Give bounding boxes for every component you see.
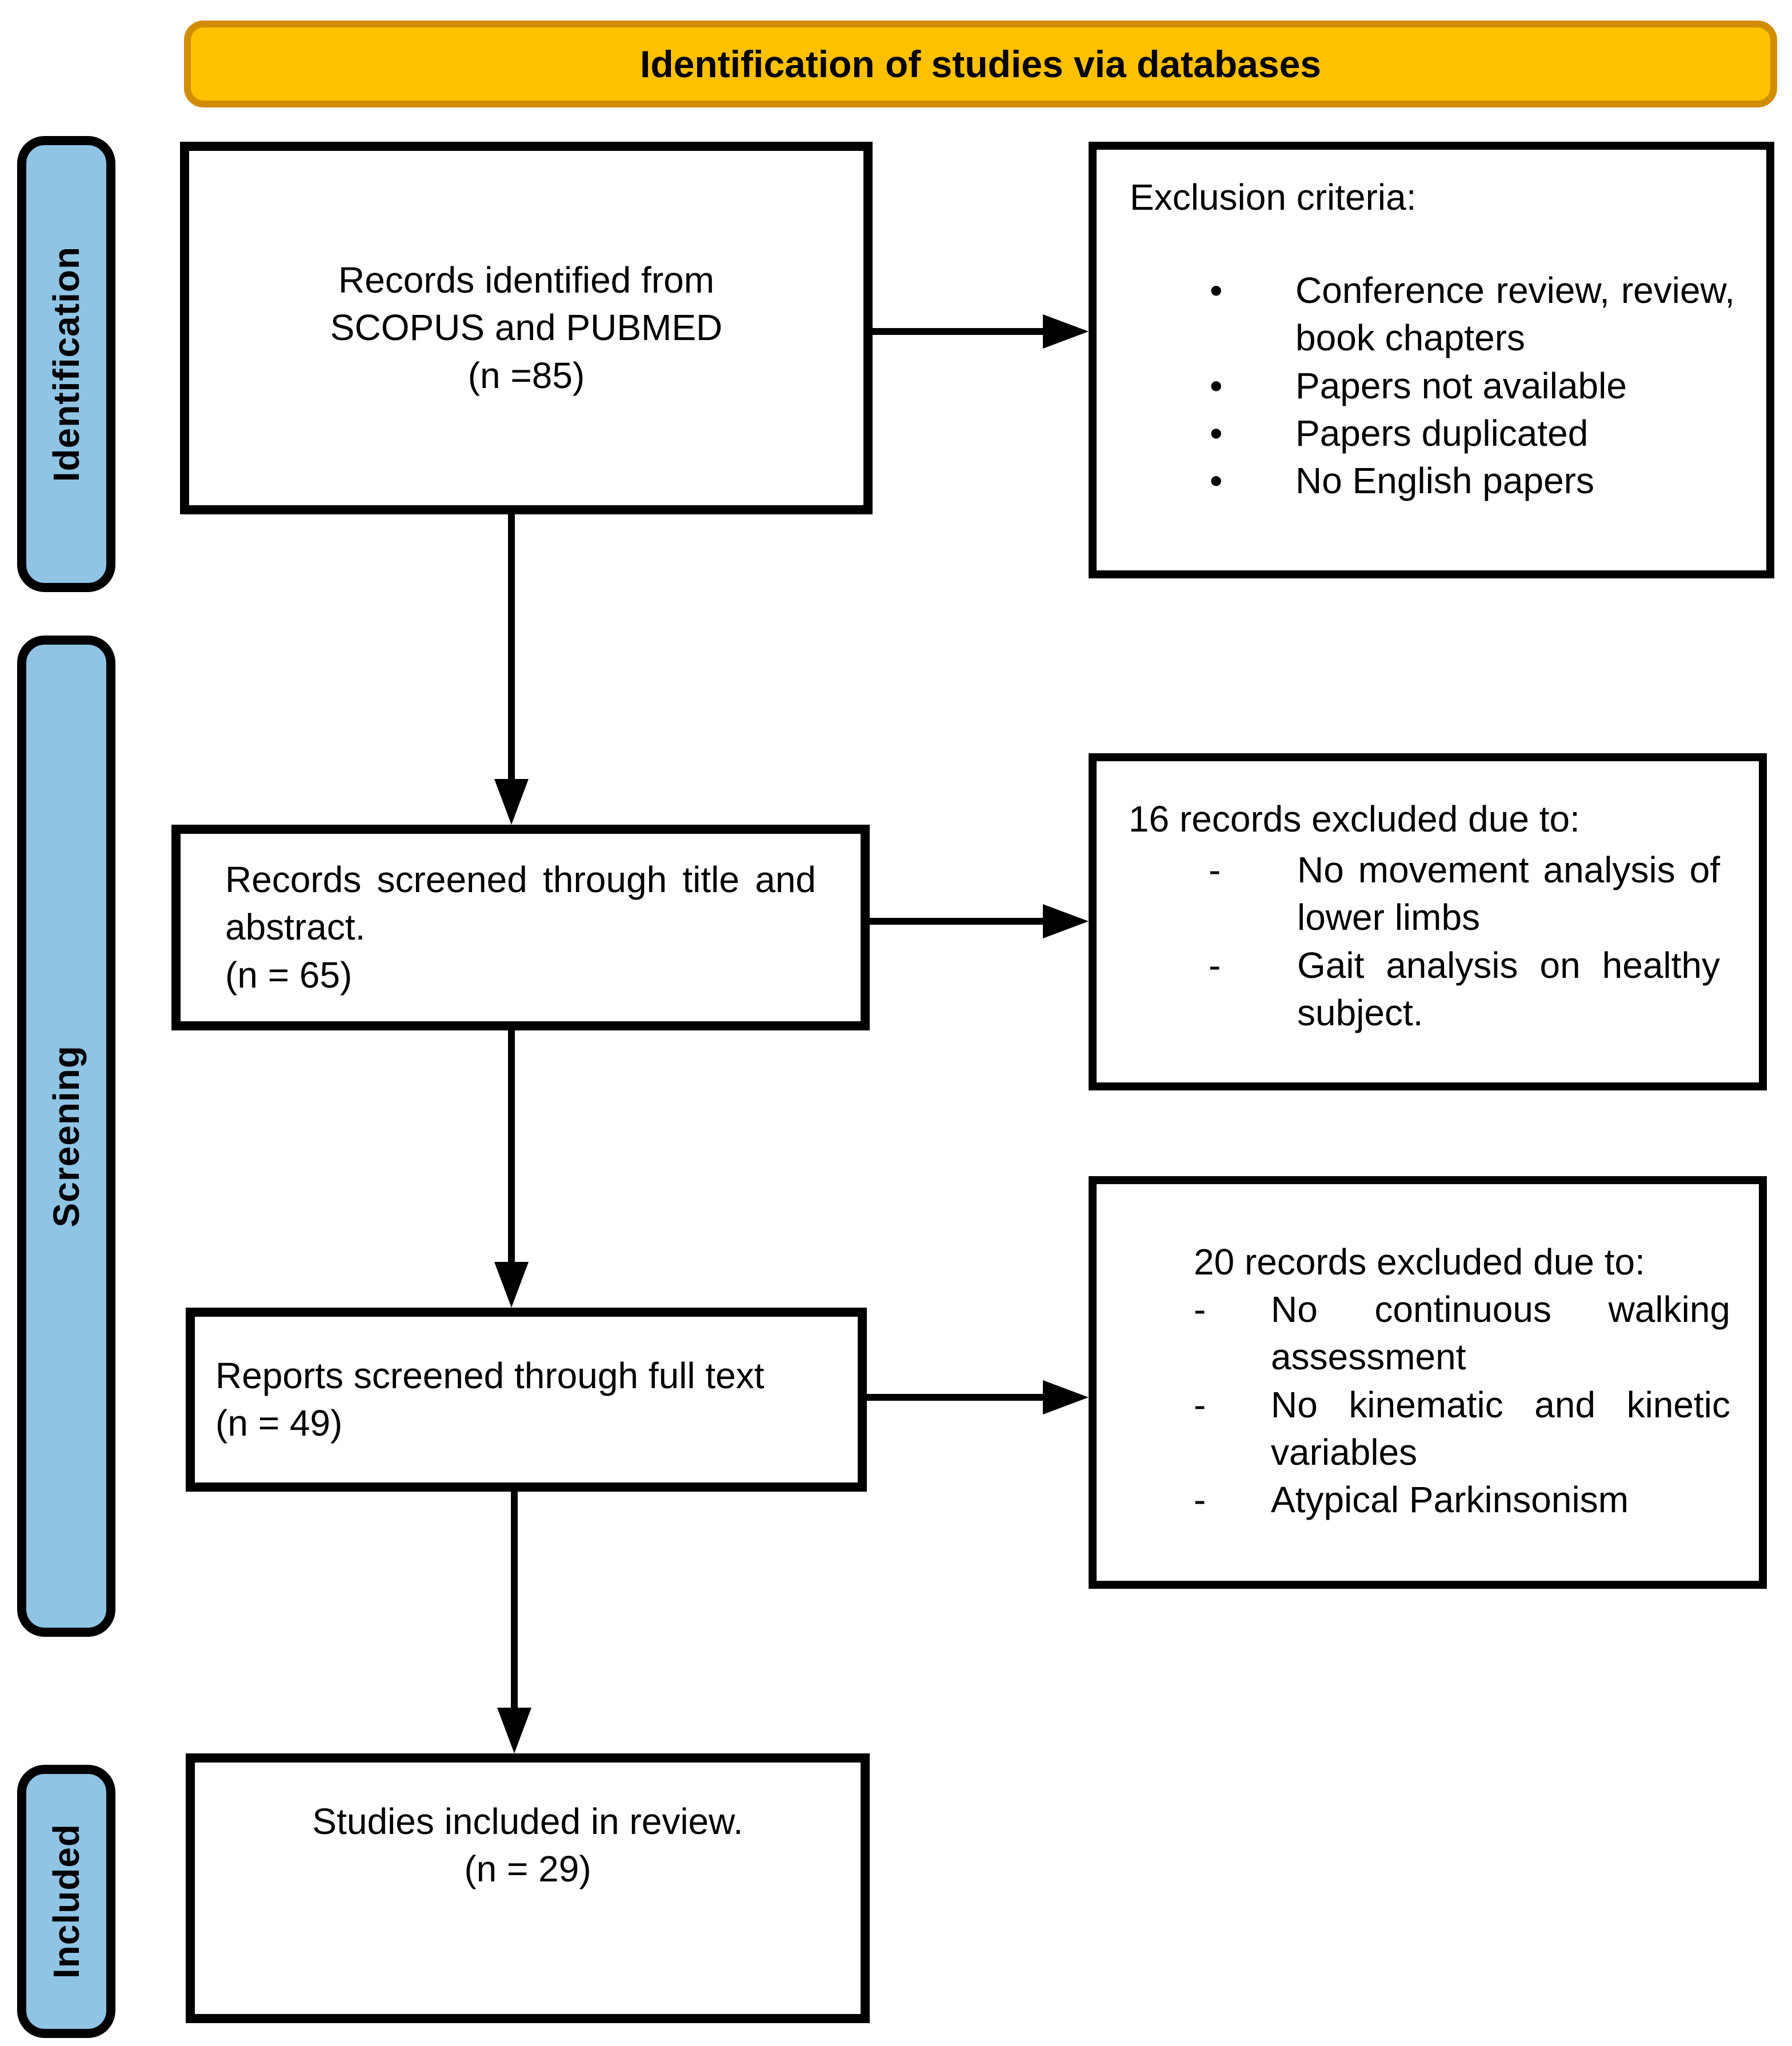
list-item: - Gait analysis on healthy subject.: [1209, 942, 1720, 1037]
box-studies-included: Studies included in review. (n = 29): [186, 1753, 870, 2023]
list-item-text: Gait analysis on healthy subject.: [1297, 944, 1720, 1033]
dash-marker: -: [1209, 944, 1221, 986]
box-16-records-excluded: 16 records excluded due to: - No movemen…: [1089, 753, 1767, 1090]
list-item-text: Papers duplicated: [1295, 412, 1589, 454]
arrow-shaft: [508, 514, 515, 779]
stage-label-included: Included: [17, 1765, 115, 2038]
box-studies-included-count: (n = 29): [464, 1848, 591, 1890]
box-records-identified-line2: SCOPUS and PUBMED: [330, 307, 723, 349]
header-title: Identification of studies via databases: [640, 43, 1321, 85]
arrow-head: [1043, 1380, 1089, 1414]
list-item: • No English papers: [1210, 457, 1735, 505]
arrow-fulltext-to-included: [497, 1492, 531, 1753]
dash-marker: -: [1209, 849, 1221, 891]
box-reports-screened-fulltext-line1: Reports screened through full text: [215, 1354, 765, 1396]
stage-label-identification-text: Identification: [46, 246, 87, 482]
box-16-records-excluded-title: 16 records excluded due to:: [1129, 798, 1580, 840]
arrow-head: [1043, 904, 1089, 938]
list-item: • Papers not available: [1210, 362, 1735, 410]
arrow-fulltext-to-excluded20: [867, 1380, 1089, 1414]
excluded20-list: - No continuous walking assessment - No …: [1194, 1286, 1730, 1524]
stage-label-identification: Identification: [17, 136, 115, 592]
bullet-marker: •: [1210, 412, 1223, 454]
list-item-text: No movement analysis of lower limbs: [1297, 849, 1720, 938]
arrow-shaft: [870, 918, 1043, 925]
arrow-identified-to-exclusion: [873, 314, 1089, 349]
arrow-shaft: [867, 1394, 1043, 1401]
stage-label-screening-text: Screening: [46, 1045, 87, 1228]
list-item: - No movement analysis of lower limbs: [1209, 846, 1720, 941]
box-records-screened-line1: Records screened through title and abstr…: [225, 859, 816, 948]
dash-marker: -: [1194, 1289, 1206, 1330]
arrow-head: [497, 1708, 531, 1753]
excluded16-list: - No movement analysis of lower limbs - …: [1129, 846, 1720, 1037]
box-records-screened-count: (n = 65): [225, 954, 353, 996]
box-records-screened: Records screened through title and abstr…: [171, 825, 870, 1030]
box-studies-included-line1: Studies included in review.: [312, 1801, 743, 1842]
list-item: - No kinematic and kinetic variables: [1194, 1381, 1730, 1476]
box-reports-screened-fulltext-count: (n = 49): [215, 1402, 343, 1444]
list-item: • Conference review, review, book chapte…: [1210, 267, 1735, 362]
exclusion-criteria-list: • Conference review, review, book chapte…: [1130, 267, 1735, 505]
bullet-marker: •: [1210, 270, 1223, 311]
box-20-records-excluded: 20 records excluded due to: - No continu…: [1089, 1176, 1767, 1589]
arrow-screened-to-excluded16: [870, 904, 1089, 938]
box-exclusion-criteria-title: Exclusion criteria:: [1130, 177, 1417, 218]
box-reports-screened-fulltext: Reports screened through full text (n = …: [186, 1308, 867, 1492]
arrow-head: [494, 779, 529, 825]
arrow-shaft: [873, 328, 1043, 335]
box-records-identified-line1: Records identified from: [338, 259, 715, 301]
dash-marker: -: [1194, 1384, 1206, 1425]
list-item: - No continuous walking assessment: [1194, 1286, 1730, 1381]
box-records-identified: Records identified from SCOPUS and PUBME…: [180, 142, 873, 514]
list-item-text: No kinematic and kinetic variables: [1271, 1384, 1730, 1473]
arrow-identified-to-screened: [494, 514, 529, 825]
arrow-shaft: [508, 1030, 515, 1262]
arrow-shaft: [511, 1492, 518, 1708]
box-20-records-excluded-title: 20 records excluded due to:: [1194, 1241, 1645, 1282]
list-item-text: No English papers: [1295, 459, 1594, 501]
stage-label-screening: Screening: [17, 636, 115, 1637]
stage-label-included-text: Included: [46, 1824, 87, 1979]
header-banner: Identification of studies via databases: [184, 21, 1777, 107]
list-item-text: Papers not available: [1295, 365, 1627, 406]
box-exclusion-criteria: Exclusion criteria: • Conference review,…: [1089, 142, 1774, 578]
list-item-text: No continuous walking assessment: [1271, 1289, 1730, 1378]
list-item: - Atypical Parkinsonism: [1194, 1476, 1730, 1524]
arrow-screened-to-fulltext: [494, 1030, 529, 1308]
list-item-text: Atypical Parkinsonism: [1271, 1478, 1629, 1520]
bullet-marker: •: [1210, 365, 1223, 406]
box-records-identified-count: (n =85): [467, 354, 585, 396]
arrow-head: [1043, 314, 1089, 349]
list-item-text: Conference review, review, book chapters: [1295, 270, 1735, 359]
arrow-head: [494, 1262, 529, 1308]
dash-marker: -: [1194, 1478, 1206, 1520]
list-item: • Papers duplicated: [1210, 410, 1735, 457]
bullet-marker: •: [1210, 459, 1223, 501]
